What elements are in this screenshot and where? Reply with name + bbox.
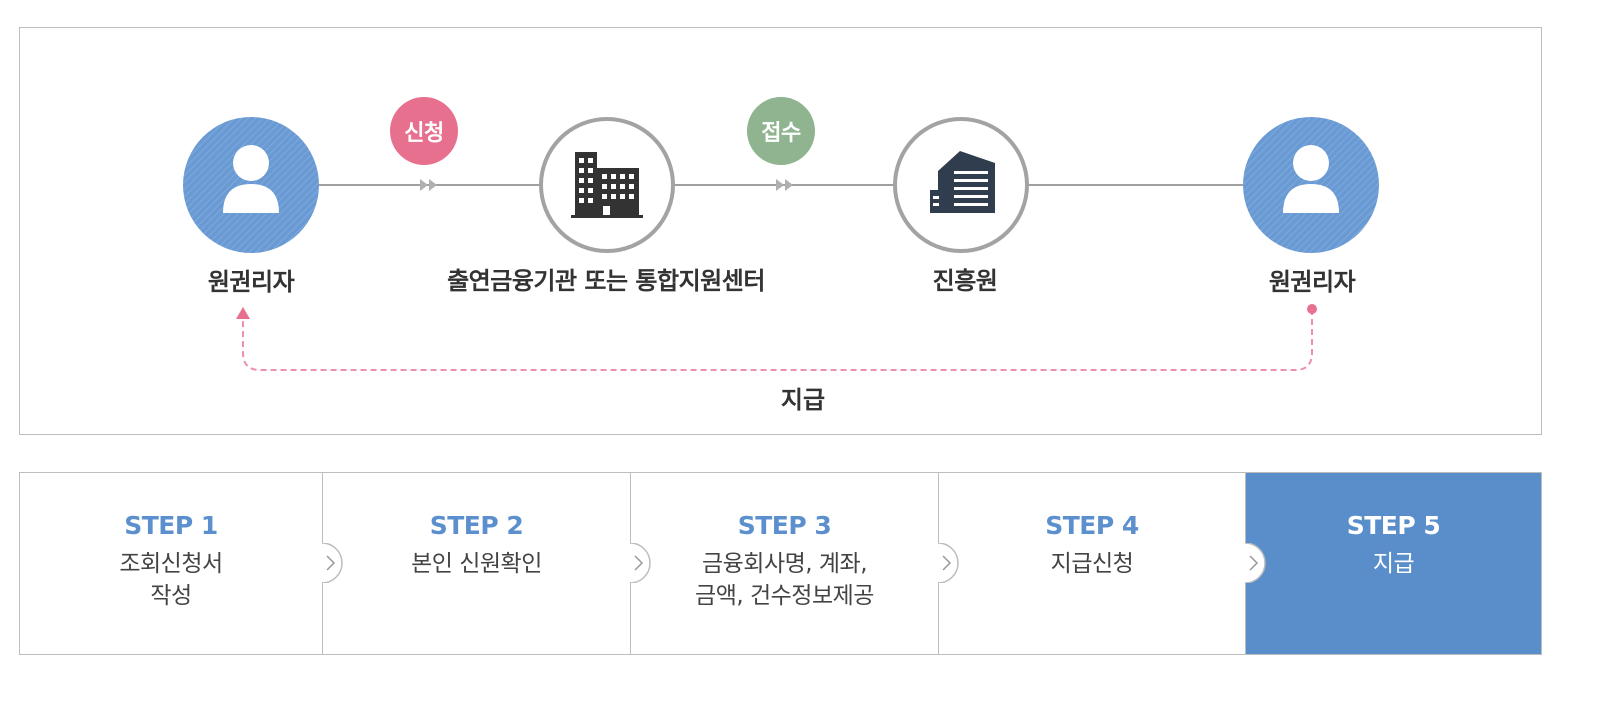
step-2: STEP 2 본인 신원확인 xyxy=(322,473,631,654)
arrow-icon xyxy=(420,179,437,191)
apply-badge: 신청 xyxy=(390,97,458,165)
step-title: STEP 1 xyxy=(124,511,218,540)
person-icon xyxy=(183,117,319,253)
receive-badge: 접수 xyxy=(747,97,815,165)
step-5: STEP 5 지급 xyxy=(1245,473,1541,654)
chevron-right-icon xyxy=(1245,543,1266,583)
chevron-right-icon xyxy=(938,543,959,583)
person-icon xyxy=(1243,117,1379,253)
step-description: 본인 신원확인 xyxy=(411,551,542,577)
step-4: STEP 4 지급신청 xyxy=(938,473,1246,654)
process-diagram: 신청 접수 원권리자 출연금융기관 또는 통합지원센터 진흥원 원권리자 지급 xyxy=(19,27,1542,435)
building-icon xyxy=(539,117,675,253)
chevron-right-icon xyxy=(630,543,651,583)
step-bar: STEP 1 조회신청서 작성 STEP 2 본인 신원확인 STEP 3 금융… xyxy=(19,472,1542,655)
agency-label: 진흥원 xyxy=(932,267,998,295)
step-description: 지급 xyxy=(1372,551,1415,577)
payment-start-dot xyxy=(1307,304,1317,314)
step-title: STEP 3 xyxy=(737,511,832,540)
office-tower-icon xyxy=(893,117,1029,253)
step-1: STEP 1 조회신청서 작성 xyxy=(20,473,323,654)
arrow-icon xyxy=(776,179,793,191)
step-3: STEP 3 금융회사명, 계좌, 금액, 건수정보제공 xyxy=(630,473,939,654)
flow-graphic xyxy=(183,117,1379,371)
recipient-label: 원권리자 xyxy=(1268,268,1356,296)
payment-label: 지급 xyxy=(774,380,832,415)
step-description: 지급신청 xyxy=(1050,551,1134,577)
chevron-right-icon xyxy=(322,543,343,583)
step-title: STEP 5 xyxy=(1346,511,1441,540)
payment-arrow-icon xyxy=(236,307,250,319)
step-description: 금융회사명, 계좌, 금액, 건수정보제공 xyxy=(695,551,874,609)
step-description: 조회신청서 작성 xyxy=(119,551,223,609)
step-title: STEP 2 xyxy=(429,511,524,540)
institution-label: 출연금융기관 또는 통합지원센터 xyxy=(447,267,765,295)
applicant-label: 원권리자 xyxy=(207,268,295,296)
payment-path xyxy=(242,309,1313,371)
step-title: STEP 4 xyxy=(1045,511,1139,540)
